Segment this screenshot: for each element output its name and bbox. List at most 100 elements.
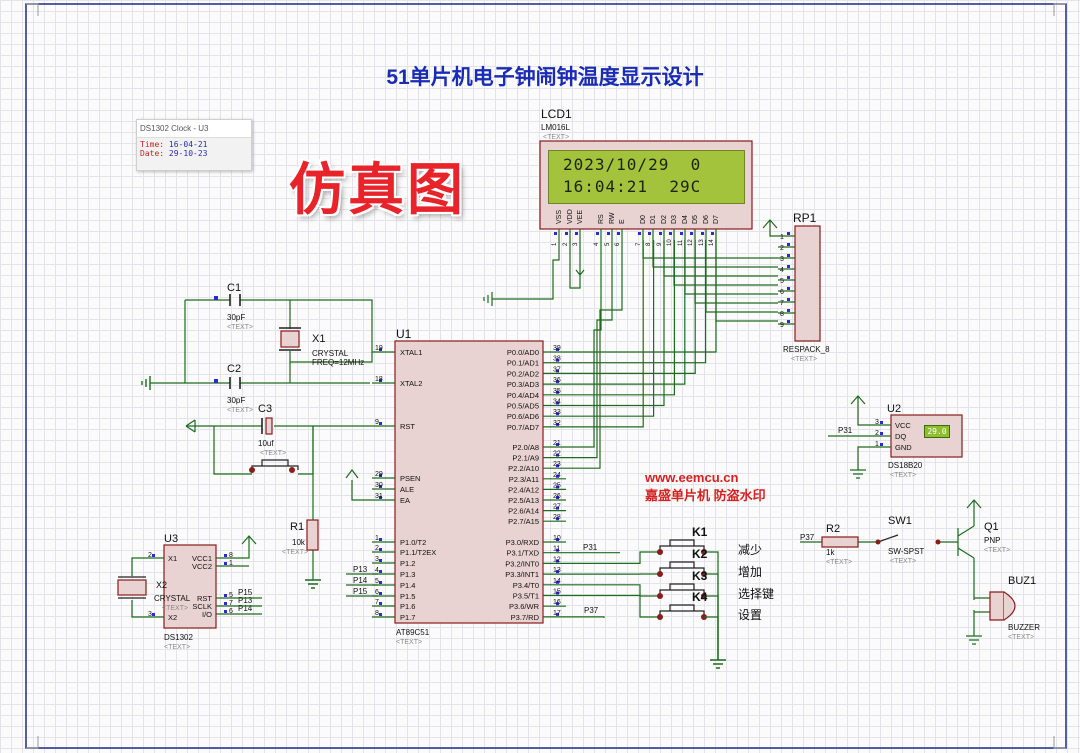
u3-pin-number: 8 bbox=[229, 552, 233, 559]
p0-bus-wire bbox=[566, 240, 644, 428]
rp-pin-marker bbox=[787, 254, 790, 257]
c2-ref: C2 bbox=[227, 363, 241, 375]
rp-pin-number: 8 bbox=[780, 311, 784, 318]
mcu-right-pin-number: 21 bbox=[553, 440, 561, 447]
mcu-right-pin-marker bbox=[556, 548, 559, 552]
lcd-pin-marker bbox=[607, 232, 610, 235]
mcu-right-pin-marker bbox=[556, 485, 559, 489]
mcu-left-pin-name: ALE bbox=[400, 485, 414, 494]
key-ref: K2 bbox=[692, 547, 708, 561]
lcd-pin-marker bbox=[638, 232, 641, 235]
mcu-left-pin-number: 2 bbox=[375, 545, 379, 552]
mcu-left-pin-number: 7 bbox=[375, 599, 379, 606]
p2-control-wire bbox=[566, 240, 602, 448]
mcu-right-pin-number: 12 bbox=[553, 556, 561, 563]
mcu-right-pin-marker bbox=[556, 506, 559, 510]
mcu-left-pin-number: 29 bbox=[375, 471, 383, 478]
mcu-right-pin-name: P2.1/A9 bbox=[512, 454, 539, 463]
lcd-pin-number: 8 bbox=[646, 242, 652, 246]
mcu-right-pin-number: 13 bbox=[553, 567, 561, 574]
u2-pin-number: 2 bbox=[875, 430, 879, 437]
x1-freq: FREQ=12MHz bbox=[312, 358, 364, 367]
mcu-right-pin-number: 22 bbox=[553, 451, 561, 458]
lcd-pin-number: 2 bbox=[563, 242, 569, 246]
mcu-right-pin-name: P0.5/AD5 bbox=[507, 402, 539, 411]
mcu-left-pin-name: P1.6 bbox=[400, 602, 415, 611]
u3-pin-name: I/O bbox=[202, 610, 212, 619]
p2-control-wire bbox=[566, 240, 613, 459]
key-contact bbox=[657, 614, 663, 620]
mcu-left-pin-marker bbox=[379, 538, 382, 541]
mcu-right-pin-number: 24 bbox=[553, 472, 561, 479]
lcd-pin-name: D0 bbox=[640, 215, 647, 224]
lcd1-screen: 2023/10/29 0 16:04:21 29C bbox=[548, 150, 745, 204]
mcu-left-pin-marker bbox=[379, 348, 382, 351]
u3-pin-name: X1 bbox=[168, 554, 177, 563]
u2-pin-name: VCC bbox=[895, 421, 911, 430]
rp-pin-marker bbox=[787, 265, 790, 268]
u3-pin-marker bbox=[224, 562, 227, 565]
r1-text-tag: <TEXT> bbox=[282, 549, 308, 556]
q1-ref: Q1 bbox=[984, 521, 999, 533]
mcu-left-pin-name: P1.5 bbox=[400, 592, 415, 601]
mcu-left-pin-number: 6 bbox=[375, 589, 379, 596]
mcu-left-pin-number: 1 bbox=[375, 535, 379, 542]
watermark-url: www.eemcu.cn bbox=[644, 470, 738, 485]
lcd-pin-number: 13 bbox=[699, 239, 705, 246]
u3-pin-number: 3 bbox=[148, 611, 152, 618]
p0-bus-wire bbox=[566, 240, 717, 353]
u3-pin-number: 6 bbox=[229, 608, 233, 615]
lcd-pin-name: RW bbox=[609, 212, 616, 224]
mcu-left-pin-number: 8 bbox=[375, 610, 379, 617]
mcu-left-pin-marker bbox=[379, 559, 382, 562]
lcd-pin-number: 1 bbox=[552, 242, 558, 246]
lcd-pin-marker bbox=[701, 232, 704, 235]
lcd-pin-name: E bbox=[619, 219, 626, 224]
p0-bus-wire bbox=[566, 240, 665, 407]
p2-control-wire bbox=[566, 240, 623, 469]
lcd-pin-marker bbox=[711, 232, 714, 235]
u2-pin-marker bbox=[880, 432, 883, 435]
key-ground-symbol bbox=[710, 659, 726, 669]
u1-text-tag: <TEXT> bbox=[396, 639, 422, 646]
mcu-right-pin-name: P0.3/AD3 bbox=[507, 380, 539, 389]
lcd-pin-name: VDD bbox=[567, 209, 574, 224]
u3-net-label: P14 bbox=[238, 604, 253, 613]
mcu-left-pin-marker bbox=[379, 613, 382, 616]
lcd1-part: LM016L bbox=[541, 123, 570, 132]
u3-part: DS1302 bbox=[164, 633, 193, 642]
p37-net-wire bbox=[566, 616, 605, 618]
mcu-right-pin-name: P2.7/A15 bbox=[508, 517, 539, 526]
lcd-pin-number: 11 bbox=[678, 239, 684, 246]
u1-right-pins: 39P0.0/AD038P0.1/AD137P0.2/AD236P0.3/AD3… bbox=[505, 345, 566, 622]
rp1-part: RESPACK_8 bbox=[783, 345, 830, 354]
ds1302-clock-popup[interactable]: DS1302 Clock - U3 Time: 16-04-21 Date: 2… bbox=[136, 119, 252, 171]
p0-bus-wire bbox=[566, 240, 655, 417]
mcu-right-pin-marker bbox=[556, 453, 559, 457]
popup-title: DS1302 Clock - U3 bbox=[137, 120, 251, 138]
mcu-right-pin-number: 16 bbox=[553, 599, 561, 606]
mcu-left-pin-marker bbox=[379, 570, 382, 573]
sw1-part: SW-SPST bbox=[888, 547, 924, 556]
mcu-right-pin-number: 17 bbox=[553, 610, 561, 617]
rp-pin-marker bbox=[787, 232, 790, 235]
net-p37-buzzer: P37 bbox=[800, 533, 815, 542]
u3-pin-number: 5 bbox=[229, 592, 233, 599]
lcd-pin-name: VEE bbox=[577, 210, 584, 224]
lcd-pin-marker bbox=[575, 232, 578, 235]
p3-key-wire bbox=[566, 584, 660, 597]
r2-ref: R2 bbox=[826, 523, 840, 535]
mcu-right-pin-name: P2.4/A12 bbox=[508, 485, 539, 494]
u2-pin-number: 1 bbox=[875, 441, 879, 448]
c1-value: 30pF bbox=[227, 313, 245, 322]
lcd-pin-number: 6 bbox=[615, 242, 621, 246]
ds18b20-reading[interactable]: 29.0 bbox=[924, 425, 950, 438]
mcu-left-pin-name: P1.7 bbox=[400, 613, 415, 622]
c1-text-tag: <TEXT> bbox=[227, 324, 253, 331]
key-contact bbox=[657, 593, 663, 599]
rp-pin-number: 2 bbox=[780, 245, 784, 252]
mcu-right-pin-number: 25 bbox=[553, 482, 561, 489]
